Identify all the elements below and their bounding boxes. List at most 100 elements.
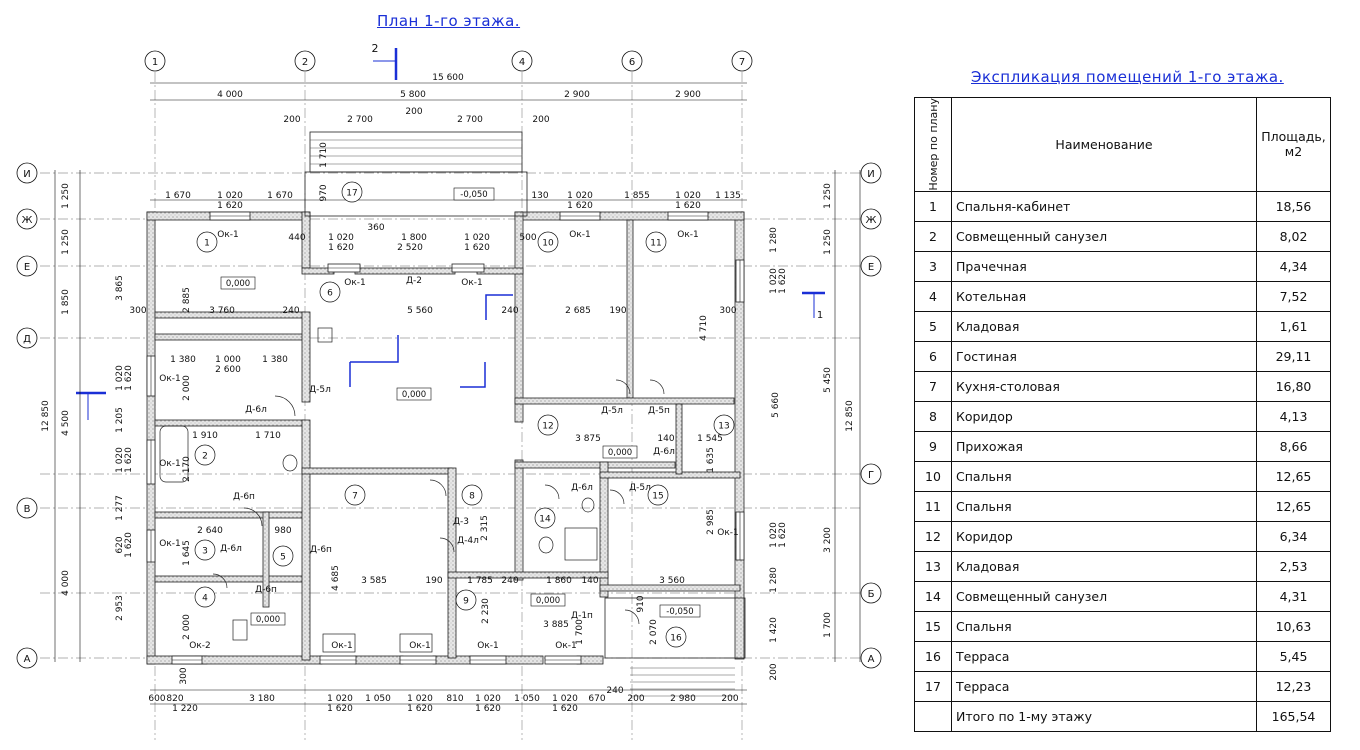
level-mark: 0,000 (402, 390, 426, 400)
room-name-cell: Кладовая (951, 310, 1257, 342)
room-number: 5 (280, 553, 286, 563)
room-name-cell: Совмещенный санузел (951, 580, 1257, 612)
level-mark: 0,000 (608, 448, 632, 458)
room-number-cell: 12 (914, 520, 952, 552)
opening-label: Д-1п (571, 611, 593, 621)
wall (514, 211, 524, 423)
opening-label: Ок-1 (344, 278, 366, 288)
dimension-label: 240 (282, 306, 299, 316)
opening-label: Д-2 (406, 276, 422, 286)
dimension-label: 500 (519, 233, 536, 243)
toilet-icon (282, 454, 298, 472)
level-mark: 0,000 (226, 279, 250, 289)
dimension-label: 1 380 (262, 355, 288, 365)
dimension-label: 2 700 (347, 115, 373, 125)
room-name-cell: Совмещенный санузел (951, 220, 1257, 252)
dimension-label: 2 520 (397, 243, 423, 253)
room-area-cell: 16,80 (1256, 370, 1331, 402)
room-number: 13 (718, 422, 729, 432)
dimension-label: 190 (609, 306, 626, 316)
room-area-cell: 12,23 (1256, 670, 1331, 702)
dimension-label: 130 (531, 191, 548, 201)
dimension-label: 1 250 (823, 229, 833, 255)
section-line (485, 294, 513, 320)
axis-bubble (860, 208, 882, 230)
dimension-label: 4 000 (217, 90, 243, 100)
dimension-label: 1 020 (327, 694, 353, 704)
door-swing (624, 609, 640, 625)
table-header-row: Номер по плану Наименование Площадь, м2 (914, 97, 1331, 192)
dimension-label: 200 (769, 663, 779, 680)
room-name-cell: Коридор (951, 400, 1257, 432)
room-number: 4 (202, 594, 208, 604)
opening-label: Д-6л (653, 447, 675, 457)
door-swing (429, 479, 447, 497)
room-number-marker (272, 545, 294, 567)
room-area-cell: 6,34 (1256, 520, 1331, 552)
wall (599, 471, 741, 479)
dimension-label: 300 (179, 667, 189, 684)
opening-label: Д-6л (245, 405, 267, 415)
room-area-cell: 29,11 (1256, 340, 1331, 372)
dimension-label: 360 (367, 223, 384, 233)
room-area-cell: 8,02 (1256, 220, 1331, 252)
dimension-label: 440 (288, 233, 305, 243)
room-number-cell: 13 (914, 550, 952, 582)
sink-icon (581, 497, 595, 513)
wall (301, 467, 453, 475)
dimension-label: 2 900 (675, 90, 701, 100)
dimension-label: 2 600 (215, 365, 241, 375)
axis-label: Д (23, 334, 31, 345)
opening-label: Ок-1 (331, 641, 353, 651)
dimension-label: 1 785 (467, 576, 493, 586)
dimension-label: 980 (274, 526, 291, 536)
dimension-label: 1 620 (328, 243, 354, 253)
dimension-label: 2 230 (481, 598, 491, 624)
dimension-label: 5 800 (400, 90, 426, 100)
dimension-label: 2 885 (182, 287, 192, 313)
level-mark-box (220, 276, 256, 290)
dimension-label: 1 620 (124, 365, 134, 391)
opening-label: Ок-2 (189, 641, 211, 651)
dimension-label: 1 860 (546, 576, 572, 586)
room-name-cell: Терраса (951, 670, 1257, 702)
room-number: 17 (346, 189, 357, 199)
room-number: 8 (469, 492, 475, 502)
explication-table: Номер по плану Наименование Площадь, м2 … (914, 97, 1331, 732)
room-number-marker (196, 231, 218, 253)
bathtub-icon (159, 425, 189, 483)
dimension-label: 1 670 (267, 191, 293, 201)
level-mark-box (602, 445, 638, 459)
dimension-label: 4 685 (331, 565, 341, 591)
dimension-label: 200 (532, 115, 549, 125)
room-name-cell: Прачечная (951, 250, 1257, 282)
wall (599, 584, 741, 592)
dimension-label: 1 020 (769, 522, 779, 548)
dimension-label: 4 000 (61, 570, 71, 596)
dimension-label: 3 180 (249, 694, 275, 704)
dimension-label: 3 760 (209, 306, 235, 316)
room-number-cell: 3 (914, 250, 952, 282)
terrace-17-steps (309, 131, 523, 173)
axis-label: 4 (519, 57, 525, 68)
dimension-label: 15 600 (432, 73, 464, 83)
room-number-marker (461, 484, 483, 506)
dimension-label: 1 635 (706, 447, 716, 473)
dimension-label: 4 710 (699, 315, 709, 341)
opening-label: Д-5п (648, 406, 670, 416)
plan-title: План 1-го этажа. (377, 12, 521, 30)
section-line (350, 335, 399, 363)
axis-bubble (16, 208, 38, 230)
opening-label: Д-5л (629, 483, 651, 493)
dimension-label: 2 000 (182, 614, 192, 640)
dimension-label: 300 (719, 306, 736, 316)
room-number-cell: 2 (914, 220, 952, 252)
axis-bubble (144, 50, 166, 72)
room-number: 12 (542, 422, 553, 432)
wall (301, 311, 311, 403)
